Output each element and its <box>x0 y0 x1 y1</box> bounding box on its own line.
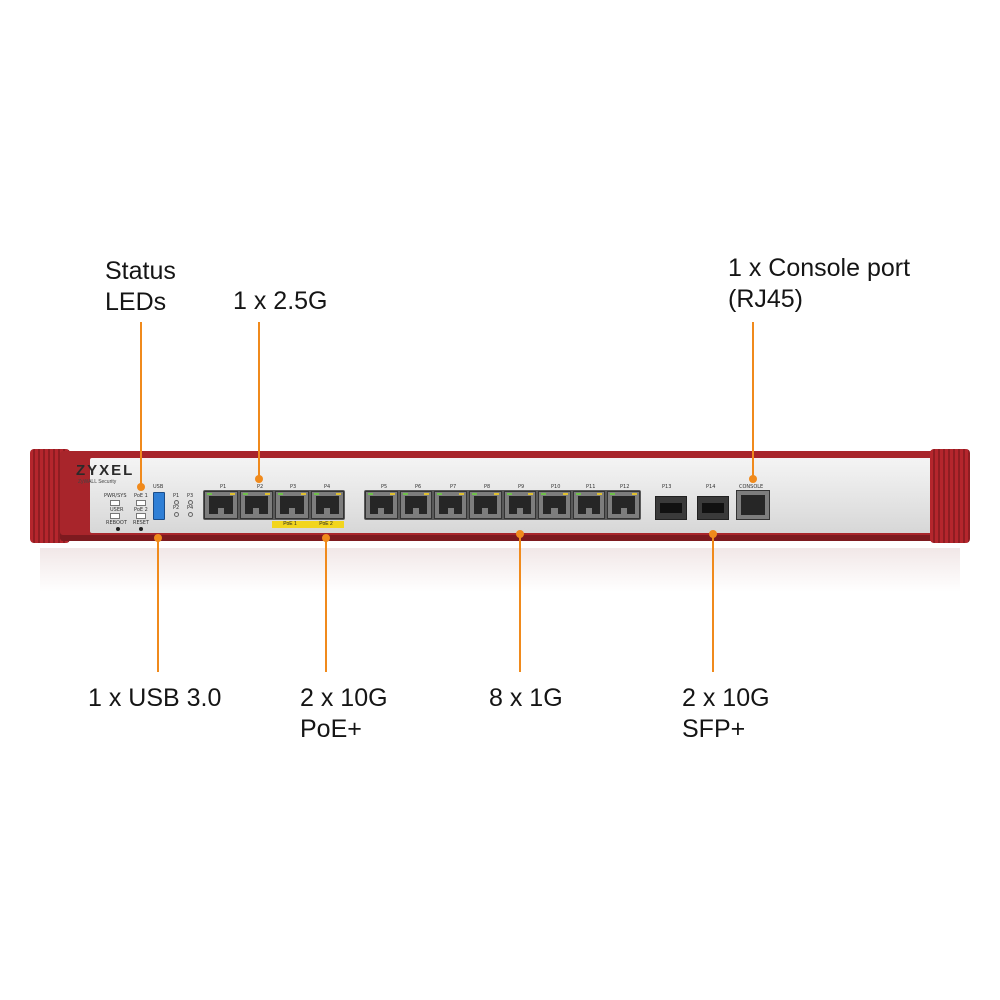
rj45-port-p3[interactable] <box>275 491 309 519</box>
rj45-port-p1[interactable] <box>204 491 238 519</box>
poe-label-1: PoE 1 <box>283 521 297 527</box>
status-label-p2: P2 <box>173 505 180 511</box>
reset-button[interactable] <box>139 527 143 531</box>
callout-status-leds: Status LEDs <box>105 256 176 318</box>
brand-logo: ZYXEL <box>76 462 135 479</box>
led-poe1 <box>136 500 146 506</box>
status-led-p2 <box>174 512 179 517</box>
callout-status-leds-line2: LEDs <box>105 288 167 316</box>
leader-dot-2-5g <box>255 475 263 483</box>
leader-sfp <box>712 534 714 672</box>
status-label-p1: P1 <box>173 493 180 499</box>
led-label-poe2: PoE 2 <box>134 507 148 513</box>
callout-sfp-line2: SFP+ <box>682 715 746 743</box>
rj45-port-p11[interactable] <box>572 491 606 519</box>
port-label-p6: P6 <box>415 484 422 490</box>
sfp-port-p13[interactable] <box>655 496 687 520</box>
sfp-port-p14[interactable] <box>697 496 729 520</box>
status-label-p3: P3 <box>187 493 194 499</box>
callout-console-line2: (RJ45) <box>728 285 804 313</box>
leader-dot-console <box>749 475 757 483</box>
led-label-pwr: PWR/SYS <box>104 493 127 499</box>
callout-poe: 2 x 10G PoE+ <box>300 683 388 745</box>
usb-port[interactable] <box>153 492 165 520</box>
led-label-poe1: PoE 1 <box>134 493 148 499</box>
status-label-p4: P4 <box>187 505 194 511</box>
port-label-p3: P3 <box>290 484 297 490</box>
port-label-p8: P8 <box>484 484 491 490</box>
leader-usb <box>157 538 159 672</box>
port-label-p7: P7 <box>450 484 457 490</box>
poe-label-2: PoE 2 <box>319 521 333 527</box>
rj45-port-p5[interactable] <box>365 491 398 519</box>
callout-sfp: 2 x 10G SFP+ <box>682 683 770 745</box>
callout-2-5g: 1 x 2.5G <box>233 287 328 315</box>
leader-console <box>752 322 754 478</box>
rj45-port-p10[interactable] <box>538 491 571 519</box>
leader-status-leds <box>140 322 142 487</box>
poe-bar: PoE 1 PoE 2 <box>272 521 344 528</box>
callout-poe-line1: 2 x 10G <box>300 684 388 712</box>
status-led-p1 <box>174 500 179 505</box>
device-reflection <box>40 548 960 592</box>
rj45-port-p6[interactable] <box>399 491 433 519</box>
led-poe2 <box>136 513 146 519</box>
leader-dot-status-leds <box>137 483 145 491</box>
callout-poe-line2: PoE+ <box>300 715 362 743</box>
usb-label: USB <box>153 484 164 490</box>
sfp-label-p13: P13 <box>662 484 672 490</box>
callout-usb: 1 x USB 3.0 <box>88 684 222 712</box>
callout-status-leds-line1: Status <box>105 257 176 285</box>
callout-console-line1: 1 x Console port <box>728 254 911 282</box>
rj45-port-p12[interactable] <box>607 491 640 519</box>
console-port[interactable] <box>736 490 770 520</box>
callout-sfp-line1: 2 x 10G <box>682 684 770 712</box>
leader-dot-gigabit <box>516 530 524 538</box>
port-group-p5-p12 <box>364 490 641 520</box>
port-label-p11: P11 <box>586 484 596 490</box>
reboot-button[interactable] <box>116 527 120 531</box>
leader-poe <box>325 538 327 672</box>
callout-gigabit: 8 x 1G <box>489 684 563 712</box>
callout-console: 1 x Console port (RJ45) <box>728 253 910 315</box>
rack-ear-right <box>930 449 970 543</box>
port-label-p10: P10 <box>551 484 561 490</box>
rj45-port-p7[interactable] <box>434 491 467 519</box>
port-label-p4: P4 <box>324 484 331 490</box>
status-led-p3 <box>188 500 193 505</box>
status-led-p4 <box>188 512 193 517</box>
rj45-port-p8[interactable] <box>468 491 502 519</box>
leader-dot-usb <box>154 534 162 542</box>
port-group-p1-p4 <box>203 490 345 520</box>
leader-dot-poe <box>322 534 330 542</box>
console-label: CONSOLE <box>739 484 764 490</box>
leader-dot-sfp <box>709 530 717 538</box>
reset-label: RESET <box>133 520 150 526</box>
led-label-user: USER <box>110 507 124 513</box>
port-label-p5: P5 <box>381 484 388 490</box>
reboot-label: REBOOT <box>106 520 127 526</box>
rj45-port-p9[interactable] <box>503 491 537 519</box>
subbrand-label: ZyWALL Security <box>78 479 117 485</box>
port-label-p2: P2 <box>257 484 264 490</box>
led-user <box>110 513 120 519</box>
sfp-label-p14: P14 <box>706 484 716 490</box>
leader-2-5g <box>258 322 260 478</box>
leader-gigabit <box>519 534 521 672</box>
led-pwr <box>110 500 120 506</box>
port-label-p9: P9 <box>518 484 525 490</box>
rj45-port-p4[interactable] <box>310 491 344 519</box>
port-label-p1: P1 <box>220 484 227 490</box>
rj45-port-p2[interactable] <box>239 491 273 519</box>
port-label-p12: P12 <box>620 484 630 490</box>
